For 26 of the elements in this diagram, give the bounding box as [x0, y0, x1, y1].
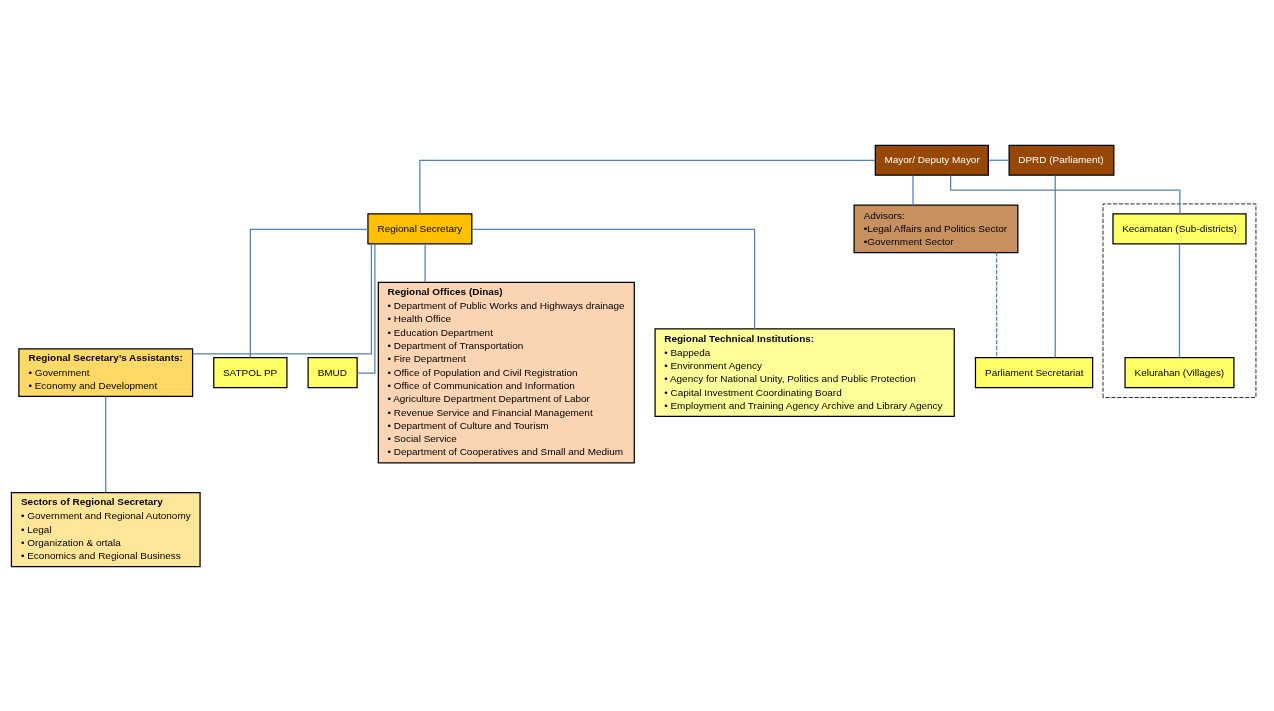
node-box: Regional Secretary [367, 212, 473, 244]
connector [356, 242, 376, 374]
connector [471, 228, 756, 329]
node-box: Kecamatan (Sub-districts) [1112, 212, 1247, 244]
node-box: Parliament Secretariat [974, 356, 1094, 388]
node-box: Sectors of Regional Secretary • Government and Regional Autonomy • Legal • Organization & ortala • Economics and Regional Business [10, 491, 201, 567]
node-box: Kelurahan (Villages) [1124, 356, 1235, 388]
cluster [1102, 203, 1257, 398]
connector [419, 159, 876, 214]
node-box: Advisors: •Legal Affairs and Politics Sector •Government Sector [853, 204, 1019, 253]
node-box: DPRD (Parliament) [1008, 144, 1115, 176]
node-box: Regional Secretary’s Assistants: • Government • Economy and Development [18, 347, 194, 397]
connector [1054, 174, 1056, 358]
connector [1178, 242, 1181, 358]
node-box: Mayor/ Deputy Mayor [874, 144, 989, 176]
connector [912, 174, 914, 206]
node-box: Regional Offices (Dinas) • Department of Public Works and Highways drainage • Health Office • Education Department • Department of Transportation • Fire Department • Office of Population and Civil Registration • Office of Communication and Information • Agriculture Department Department of Labor • Revenue Service and Financial Management • Department of Culture and Tourism • Social Service • Department of Cooperatives and Small and Medium [377, 281, 635, 463]
node-box: Regional Technical Institutions: • Bappeda • Environment Agency • Agency for National Unity, Politics and Public Protection • Capital Investment Coordinating Board • Employment and Training Agency Archive and Library Agency [654, 327, 955, 417]
connector [249, 228, 369, 358]
connector [192, 242, 373, 355]
connector [996, 251, 998, 358]
connector [988, 159, 1010, 161]
connector [424, 242, 426, 283]
node-box: BMUD [307, 356, 358, 388]
node-box: SATPOL PP [213, 356, 288, 388]
connector [105, 395, 107, 493]
